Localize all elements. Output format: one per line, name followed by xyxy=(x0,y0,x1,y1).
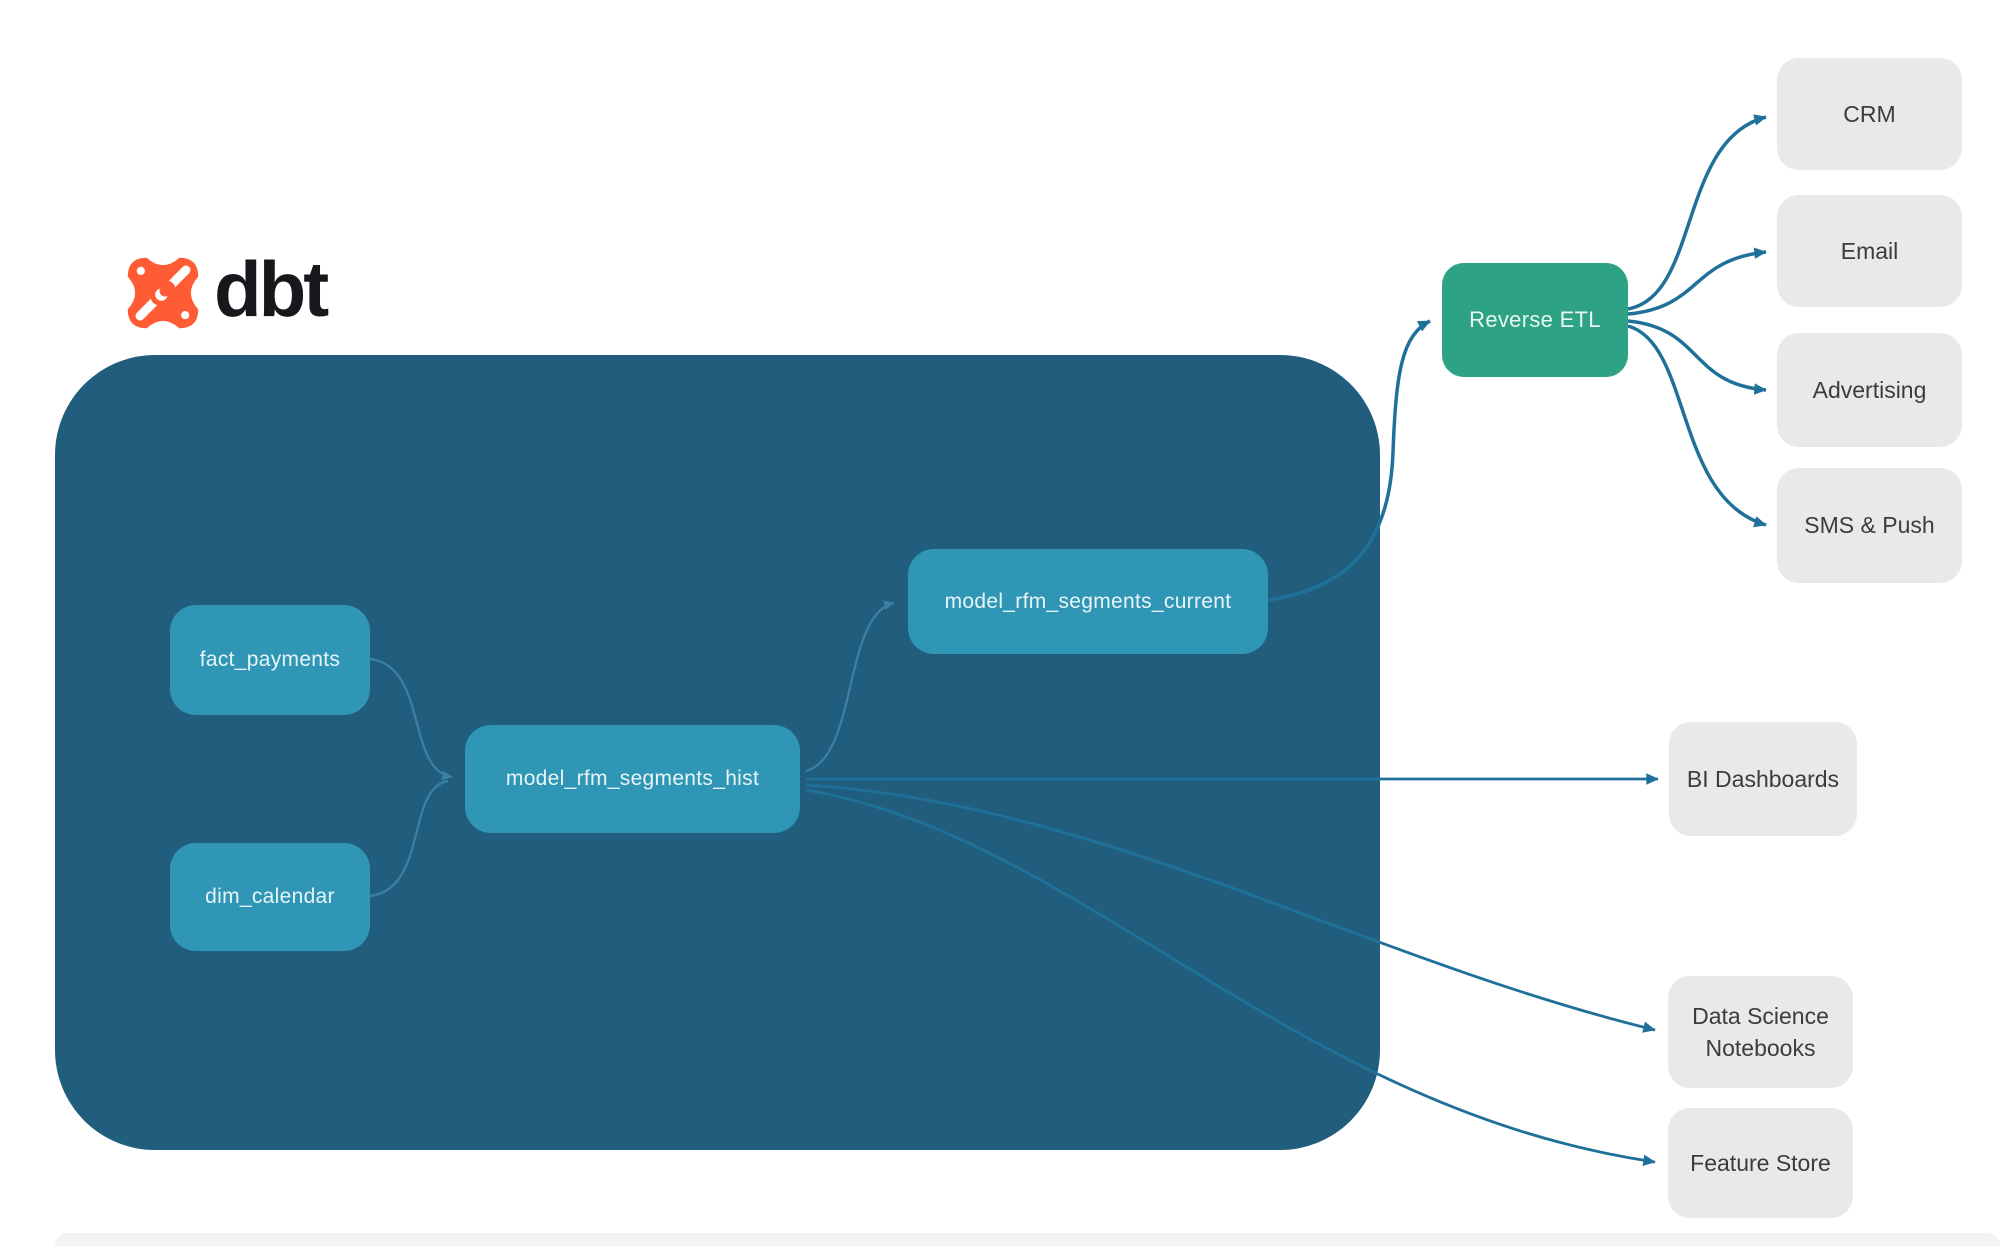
node-data-science-notebooks: Data Science Notebooks xyxy=(1668,976,1853,1088)
node-reverse-etl: Reverse ETL xyxy=(1442,263,1628,377)
node-feature-store: Feature Store xyxy=(1668,1108,1853,1218)
edge-reverse-etl-to-sms-push xyxy=(1627,324,1767,528)
node-model-rfm-segments-hist: model_rfm_segments_hist xyxy=(465,725,800,833)
bottom-panel-edge xyxy=(55,1233,2000,1246)
dbt-logo-text: dbt xyxy=(214,245,329,333)
dbt-logo: dbt xyxy=(122,245,329,334)
edge-reverse-etl-to-advertising xyxy=(1627,319,1767,395)
node-sms-push: SMS & Push xyxy=(1777,468,1962,583)
node-email: Email xyxy=(1777,195,1962,307)
dbt-logo-icon xyxy=(127,257,199,329)
node-bi-dashboards: BI Dashboards xyxy=(1669,722,1857,836)
node-crm: CRM xyxy=(1777,58,1962,170)
node-dim-calendar: dim_calendar xyxy=(170,843,370,951)
edge-reverse-etl-to-email xyxy=(1627,247,1767,316)
edge-reverse-etl-to-crm xyxy=(1627,114,1767,311)
node-model-rfm-segments-current: model_rfm_segments_current xyxy=(908,549,1268,654)
node-advertising: Advertising xyxy=(1777,333,1962,447)
node-fact-payments: fact_payments xyxy=(170,605,370,715)
